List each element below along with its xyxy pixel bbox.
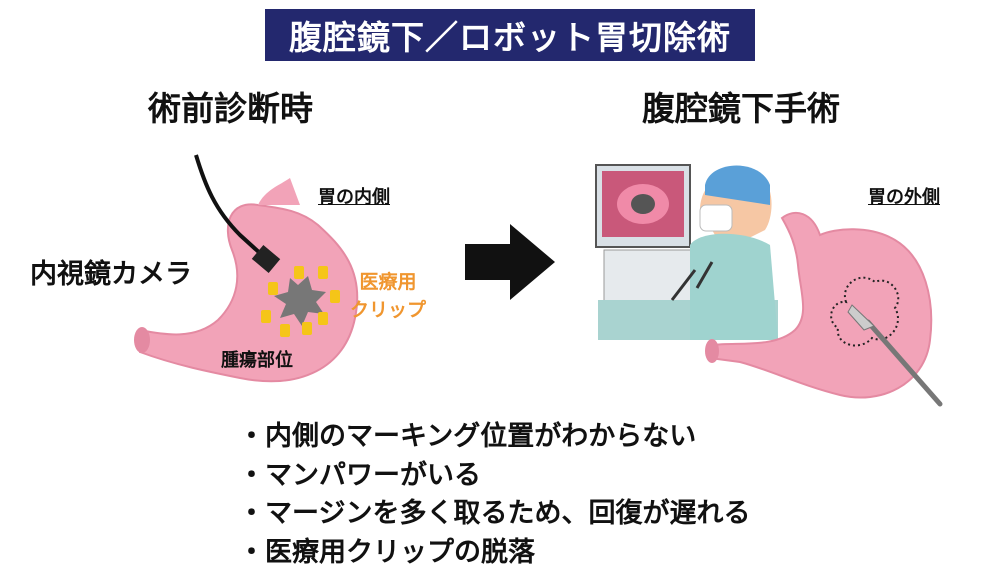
issue-item: ・医療用クリップの脱落 <box>238 534 750 572</box>
inside-label: 胃の内側 <box>318 183 390 209</box>
surgeon-illustration <box>596 165 778 340</box>
issue-item: ・マンパワーがいる <box>238 457 750 496</box>
clip-label-line2: クリップ <box>350 296 426 324</box>
clip-label: 医療用 クリップ <box>350 268 426 324</box>
tumor-label: 腫瘍部位 <box>221 346 293 372</box>
clip-label-line1: 医療用 <box>350 268 426 296</box>
issues-list: ・内側のマーキング位置がわからない ・マンパワーがいる ・マージンを多く取るため… <box>238 418 750 572</box>
arrow-right <box>465 224 555 300</box>
camera-label: 内視鏡カメラ <box>30 252 192 291</box>
outside-label: 胃の外側 <box>868 183 940 209</box>
issue-item: ・マージンを多く取るため、回復が遅れる <box>238 495 750 534</box>
issue-item: ・内側のマーキング位置がわからない <box>238 418 750 457</box>
